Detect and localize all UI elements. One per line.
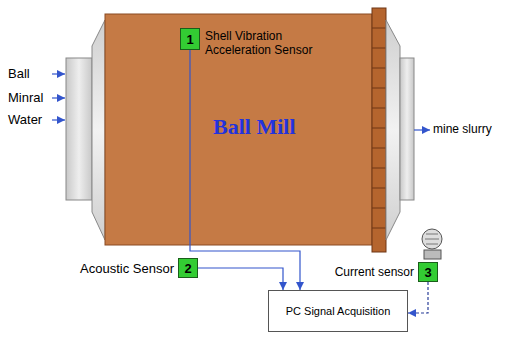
- sensor-label: Shell Vibration Acceleration Sensor: [205, 29, 323, 57]
- box-label: PC Signal Acquisition: [282, 305, 395, 317]
- callout-number: 1: [181, 29, 199, 49]
- motor-symbol: [422, 229, 442, 259]
- stream-label: mine slurry: [433, 122, 492, 137]
- sensor-label: Current sensor: [335, 265, 414, 280]
- feed-arrow: [52, 73, 65, 74]
- sensor-box: 1Shell Vibration Acceleration Sensor: [180, 28, 200, 50]
- gear-ring: [372, 8, 386, 252]
- equipment-title: Ball Mill: [213, 114, 296, 140]
- acquisition-box: PC Signal Acquisition: [268, 290, 408, 332]
- stream-label: Minral: [8, 90, 43, 105]
- ball-mill-body: Ball Mill1Shell Vibration Acceleration S…: [105, 14, 372, 245]
- outlet-box: [400, 58, 414, 200]
- sensor-label: Acoustic Sensor: [80, 261, 174, 276]
- callout-number: 3: [419, 263, 437, 281]
- stream-label: Water: [8, 112, 42, 127]
- sensor-box: 3Current sensor: [418, 262, 438, 282]
- feed-arrow: [52, 97, 65, 98]
- inlet-box: [66, 58, 92, 200]
- outlet-cone: [386, 20, 400, 240]
- signal-line: [408, 282, 428, 313]
- sensor-box: 2Acoustic Sensor: [178, 258, 198, 278]
- discharge-arrow: [414, 129, 430, 130]
- gear-teeth: [372, 28, 386, 228]
- stream-label: Ball: [8, 66, 30, 81]
- callout-number: 2: [179, 259, 197, 277]
- signal-line: [190, 50, 300, 290]
- feed-arrow: [52, 119, 65, 120]
- mill-shell: [105, 14, 372, 245]
- signal-line: [198, 268, 283, 290]
- inlet-cone: [92, 20, 105, 240]
